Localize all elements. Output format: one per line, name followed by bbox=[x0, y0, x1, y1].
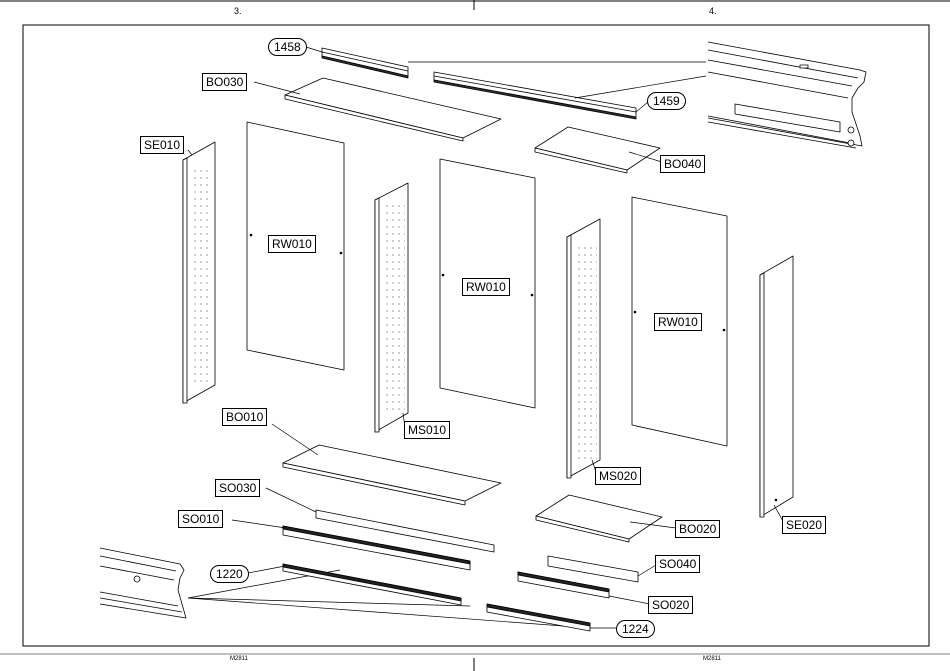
part-label-1224: 1224 bbox=[616, 620, 655, 638]
page-number-right: 4. bbox=[709, 6, 717, 16]
part-label-so040: SO040 bbox=[655, 555, 700, 573]
rail-1458 bbox=[322, 48, 408, 78]
part-label-se020: SE020 bbox=[782, 516, 826, 534]
part-label-ms020: MS020 bbox=[595, 467, 641, 485]
part-label-1458: 1458 bbox=[268, 38, 307, 56]
footer-code-left: M2811 bbox=[230, 656, 248, 662]
part-label-rw010-c: RW010 bbox=[654, 313, 702, 331]
board-bo040 bbox=[535, 127, 660, 173]
panel-se010 bbox=[183, 142, 215, 403]
rail-1224 bbox=[487, 604, 590, 631]
part-label-ms010: MS010 bbox=[404, 421, 450, 439]
part-label-1459: 1459 bbox=[647, 92, 686, 110]
part-label-so020: SO020 bbox=[648, 596, 693, 614]
profile-detail-bottom bbox=[100, 548, 186, 618]
part-label-so030: SO030 bbox=[215, 479, 260, 497]
board-bo010 bbox=[283, 445, 501, 505]
panel-ms020 bbox=[567, 219, 600, 478]
plinth-so010 bbox=[283, 526, 470, 570]
panel-ms010 bbox=[375, 183, 408, 432]
part-label-bo010: BO010 bbox=[222, 408, 267, 426]
part-label-se010: SE010 bbox=[140, 136, 184, 154]
part-label-rw010-b: RW010 bbox=[462, 278, 510, 296]
plinth-so020 bbox=[518, 572, 609, 598]
part-label-bo030: BO030 bbox=[202, 73, 247, 91]
panel-se020 bbox=[760, 256, 793, 517]
part-label-rw010-a: RW010 bbox=[268, 235, 316, 253]
footer-code-right: M2811 bbox=[703, 656, 721, 662]
plinth-so040 bbox=[548, 556, 638, 582]
part-label-bo040: BO040 bbox=[660, 155, 705, 173]
part-label-so010: SO010 bbox=[178, 510, 223, 528]
page-number-left: 3. bbox=[234, 6, 242, 16]
part-label-bo020: BO020 bbox=[675, 520, 720, 538]
rail-1220 bbox=[283, 564, 461, 605]
part-label-1220: 1220 bbox=[210, 565, 249, 583]
profile-detail-top bbox=[708, 42, 866, 148]
board-bo020 bbox=[536, 495, 662, 542]
